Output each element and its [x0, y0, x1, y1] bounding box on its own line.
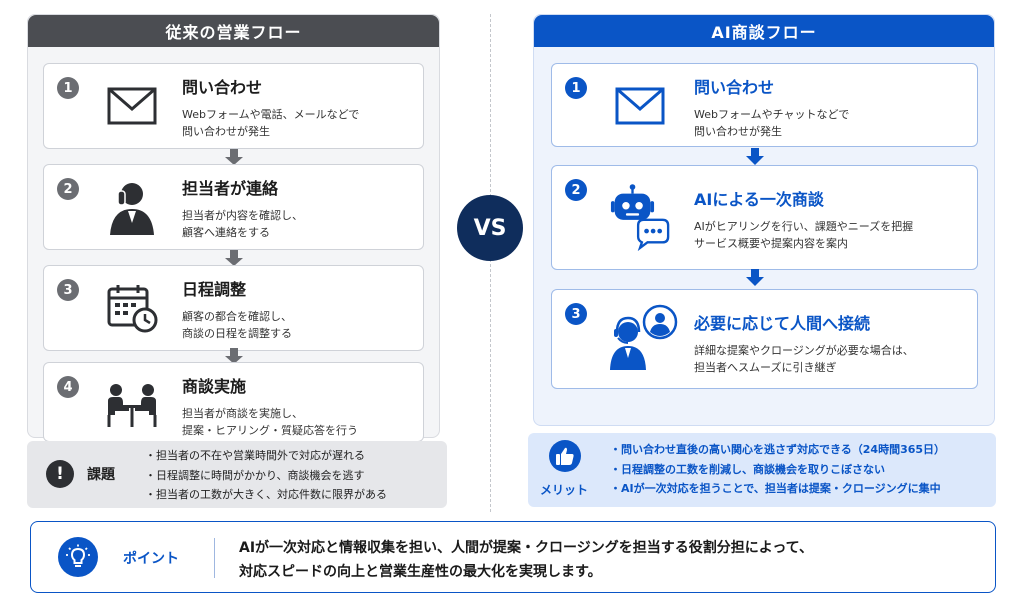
step-number: 2: [565, 179, 587, 201]
point-label: ポイント: [123, 551, 179, 567]
ai-step-1: 1 問い合わせ Webフォームやチャットなどで 問い合わせが発生: [551, 63, 978, 147]
step-title: AIによる一次商談: [694, 190, 824, 209]
thumbs-up-icon: [549, 440, 581, 472]
envelope-icon: [610, 76, 670, 136]
step-title: 必要に応じて人間へ接続: [694, 314, 871, 333]
issues-box: ! 課題 担当者の不在や営業時間外で対応が遅れる 日程調整に時間がかかり、商談機…: [27, 441, 447, 508]
step-desc-line-1: Webフォームやチャットなどで: [694, 108, 850, 121]
step-title: 日程調整: [182, 280, 247, 299]
point-text: AIが一次対応と情報収集を担い、人間が提案・クロージングを担当する役割分担によっ…: [239, 536, 813, 584]
step-number: 3: [57, 279, 79, 301]
step-desc-line-2: 問い合わせが発生: [182, 125, 270, 138]
step-desc-line-1: 顧客の都合を確認し、: [182, 310, 292, 323]
envelope-icon: [102, 76, 162, 136]
lightbulb-icon: [58, 537, 98, 577]
step-desc-line-2: 商談の日程を調整する: [182, 327, 292, 340]
step-title: 問い合わせ: [694, 78, 775, 97]
step-title: 担当者が連絡: [182, 179, 279, 198]
step-number: 4: [57, 376, 79, 398]
calendar-clock-icon: [102, 278, 162, 338]
traditional-step-4: 4 商談実施 担当者が商談を実施し、 提案・ヒアリング・質疑応答を行う: [43, 362, 424, 442]
robot-chat-icon: [610, 182, 670, 252]
traditional-step-3: 3 日程調整 顧客の都合を確認し、 商談の日程を調整する: [43, 265, 424, 351]
step-desc-line-2: 顧客へ連絡をする: [182, 226, 270, 239]
traditional-step-1: 1 問い合わせ Webフォームや電話、メールなどで 問い合わせが発生: [43, 63, 424, 149]
step-number: 3: [565, 303, 587, 325]
step-desc-line-1: Webフォームや電話、メールなどで: [182, 108, 360, 121]
ai-flow-header: AI商談フロー: [534, 15, 994, 47]
step-title: 商談実施: [182, 377, 247, 396]
step-number: 2: [57, 178, 79, 200]
issues-label: 課題: [87, 467, 115, 483]
merits-box: メリット 問い合わせ直後の高い関心を逃さず対応できる（24時間365日） 日程調…: [528, 433, 996, 507]
list-item: 日程調整に時間がかかり、商談機会を逃す: [145, 466, 387, 486]
merits-label: メリット: [540, 483, 589, 497]
traditional-step-2: 2 担当者が連絡 担当者が内容を確認し、 顧客へ連絡をする: [43, 164, 424, 250]
traditional-flow-panel: 従来の営業フロー 1 問い合わせ Webフォームや電話、メールなどで 問い合わせ…: [27, 14, 440, 442]
meeting-icon: [102, 375, 162, 435]
list-item: 問い合わせ直後の高い関心を逃さず対応できる（24時間365日）: [610, 440, 945, 460]
list-item: AIが一次対応を担うことで、担当者は提案・クロージングに集中: [610, 479, 945, 499]
step-desc-line-2: サービス概要や提案内容を案内: [694, 237, 848, 250]
step-desc-line-1: 詳細な提案やクロージングが必要な場合は、: [694, 344, 914, 357]
point-line-2: 対応スピードの向上と営業生産性の最大化を実現します。: [239, 564, 602, 580]
ai-flow-panel: AI商談フロー 1 問い合わせ Webフォームやチャットなどで 問い合わせが発生…: [533, 14, 995, 426]
step-number: 1: [565, 77, 587, 99]
vs-badge: VS: [457, 195, 523, 261]
list-item: 担当者の工数が大きく、対応件数に限界がある: [145, 485, 387, 505]
step-number: 1: [57, 77, 79, 99]
step-desc-line-1: 担当者が内容を確認し、: [182, 209, 303, 222]
merits-list: 問い合わせ直後の高い関心を逃さず対応できる（24時間365日） 日程調整の工数を…: [610, 440, 945, 499]
operator-icon: [608, 304, 678, 374]
step-title: 問い合わせ: [182, 78, 263, 97]
step-desc-line-2: 問い合わせが発生: [694, 125, 782, 138]
point-separator: [214, 538, 215, 578]
point-line-1: AIが一次対応と情報収集を担い、人間が提案・クロージングを担当する役割分担によっ…: [239, 540, 813, 556]
step-desc-line-2: 提案・ヒアリング・質疑応答を行う: [182, 424, 358, 437]
point-box: ポイント AIが一次対応と情報収集を担い、人間が提案・クロージングを担当する役割…: [30, 521, 996, 593]
step-desc-line-1: 担当者が商談を実施し、: [182, 407, 303, 420]
ai-step-2: 2 AIによる一次商談 AIがヒアリングを行い、課題やニーズを把握 サービス概要…: [551, 165, 978, 270]
exclamation-icon: !: [46, 460, 74, 488]
panel-divider: [490, 14, 491, 512]
list-item: 日程調整の工数を削減し、商談機会を取りこぼさない: [610, 460, 945, 480]
phone-person-icon: [102, 177, 162, 237]
issues-list: 担当者の不在や営業時間外で対応が遅れる 日程調整に時間がかかり、商談機会を逃す …: [145, 446, 387, 505]
step-desc-line-1: AIがヒアリングを行い、課題やニーズを把握: [694, 220, 914, 233]
ai-step-3: 3 必要に応じて人間へ接続 詳細な提案やクロージングが必要な場合は、 担当者へス…: [551, 289, 978, 389]
list-item: 担当者の不在や営業時間外で対応が遅れる: [145, 446, 387, 466]
traditional-flow-header: 従来の営業フロー: [28, 15, 439, 47]
step-desc-line-2: 担当者へスムーズに引き継ぎ: [694, 361, 837, 374]
